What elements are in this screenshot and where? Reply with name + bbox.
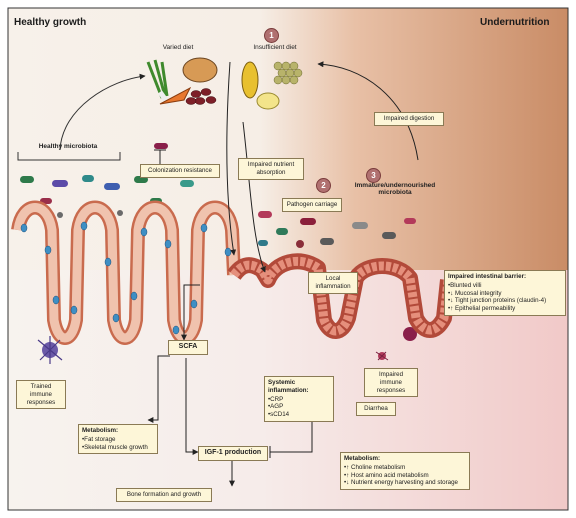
arrow-diet-down bbox=[226, 61, 237, 256]
label-immature-microbiota: Immature/undernourished microbiota bbox=[354, 182, 436, 196]
metabolism-left-item: Fat storage bbox=[82, 436, 154, 444]
blue-goblet-cells bbox=[20, 221, 232, 335]
step-number-1: 1 bbox=[264, 28, 279, 43]
metabolism-right-title: Metabolism: bbox=[344, 455, 381, 462]
varied-diet-food-icons bbox=[146, 57, 218, 108]
label-healthy-microbiota: Healthy microbiota bbox=[38, 143, 98, 150]
barrier-item: ↓ Mucosal integrity bbox=[448, 290, 562, 298]
background-upper bbox=[8, 8, 568, 278]
healthy-microbiota-bracket bbox=[17, 152, 121, 161]
colonization-resistance-box: Colonization resistance bbox=[140, 164, 220, 178]
barrier-item: Blunted villi bbox=[448, 282, 562, 290]
corn-icon bbox=[241, 61, 259, 99]
carrot-icon bbox=[159, 86, 192, 105]
label-insufficient-diet: Insufficient diet bbox=[253, 44, 297, 51]
leek-icon bbox=[146, 59, 173, 108]
trained-immune-cell-icon bbox=[37, 336, 63, 364]
impaired-absorption-box: Impaired nutrient absorption bbox=[238, 158, 304, 180]
systemic-item: sCD14 bbox=[268, 411, 330, 419]
healthy-microbiota-arrow bbox=[59, 73, 146, 151]
systemic-item: AGP bbox=[268, 403, 330, 411]
title-healthy-growth: Healthy growth bbox=[14, 17, 87, 28]
barrier-item: ↓ Tight junction proteins (claudin-4) bbox=[448, 297, 562, 305]
arrow-scfa-to-metabolism bbox=[147, 355, 170, 423]
step-number-3: 3 bbox=[366, 168, 381, 183]
impaired-barrier-box: Impaired intestinal barrier: Blunted vil… bbox=[444, 270, 566, 316]
systemic-inflammation-box: Systemic inflammation: CRP AGP sCD14 bbox=[264, 376, 334, 422]
metabolism-left-box: Metabolism: Fat storage Skeletal muscle … bbox=[78, 424, 158, 455]
scfa-box: SCFA bbox=[168, 340, 208, 355]
title-undernutrition: Undernutrition bbox=[480, 17, 550, 28]
inhibition-colonization bbox=[154, 149, 166, 164]
inhibition-systemic-igf1 bbox=[269, 420, 313, 458]
frame bbox=[7, 7, 569, 511]
systemic-item: CRP bbox=[268, 396, 330, 404]
bone-formation-box: Bone formation and growth bbox=[116, 488, 212, 502]
arrow-absorption bbox=[242, 121, 266, 273]
arrow-scfa-to-igf1 bbox=[185, 358, 199, 455]
metabolism-right-box: Metabolism: ↑ Choline metabolism ↑ Host … bbox=[340, 452, 470, 490]
healthy-villi-outline bbox=[13, 203, 239, 343]
systemic-inflammation-title: Systemic inflammation: bbox=[268, 379, 309, 394]
metabolism-right-item: ↑ Host amino acid metabolism bbox=[344, 472, 466, 480]
metabolism-left-title: Metabolism: bbox=[82, 427, 119, 434]
metabolism-right-item: ↓ Nutrient energy harvesting and storage bbox=[344, 479, 466, 487]
beans-icon bbox=[185, 88, 217, 105]
trained-immune-box: Trained immune responses bbox=[16, 380, 66, 410]
peas-icon bbox=[273, 61, 303, 85]
chicken-icon bbox=[182, 57, 218, 83]
diarrhea-box: Diarrhea bbox=[356, 402, 396, 416]
microbes bbox=[20, 143, 417, 341]
igf1-box: IGF-1 production bbox=[198, 446, 268, 461]
impaired-immune-cell-icon bbox=[375, 351, 389, 361]
arrow-impaired-digestion bbox=[317, 61, 419, 161]
impaired-immune-box: Impaired immune responses bbox=[364, 368, 418, 398]
impaired-barrier-title: Impaired intestinal barrier: bbox=[448, 273, 527, 280]
barrier-item: ↑ Epithelial permeability bbox=[448, 305, 562, 313]
pathogen-carriage-box: Pathogen carriage bbox=[282, 198, 342, 212]
arrow-villi-to-scfa bbox=[181, 284, 200, 341]
metabolism-right-item: ↑ Choline metabolism bbox=[344, 464, 466, 472]
label-varied-diet: Varied diet bbox=[162, 44, 194, 51]
step-number-2: 2 bbox=[316, 178, 331, 193]
metabolism-left-item: Skeletal muscle growth bbox=[82, 444, 154, 452]
impaired-digestion-box: Impaired digestion bbox=[374, 112, 444, 126]
insufficient-diet-food-icons bbox=[241, 61, 303, 110]
grain-bowl-icon bbox=[256, 92, 280, 110]
local-inflammation-box: Local inflammation bbox=[308, 272, 358, 294]
